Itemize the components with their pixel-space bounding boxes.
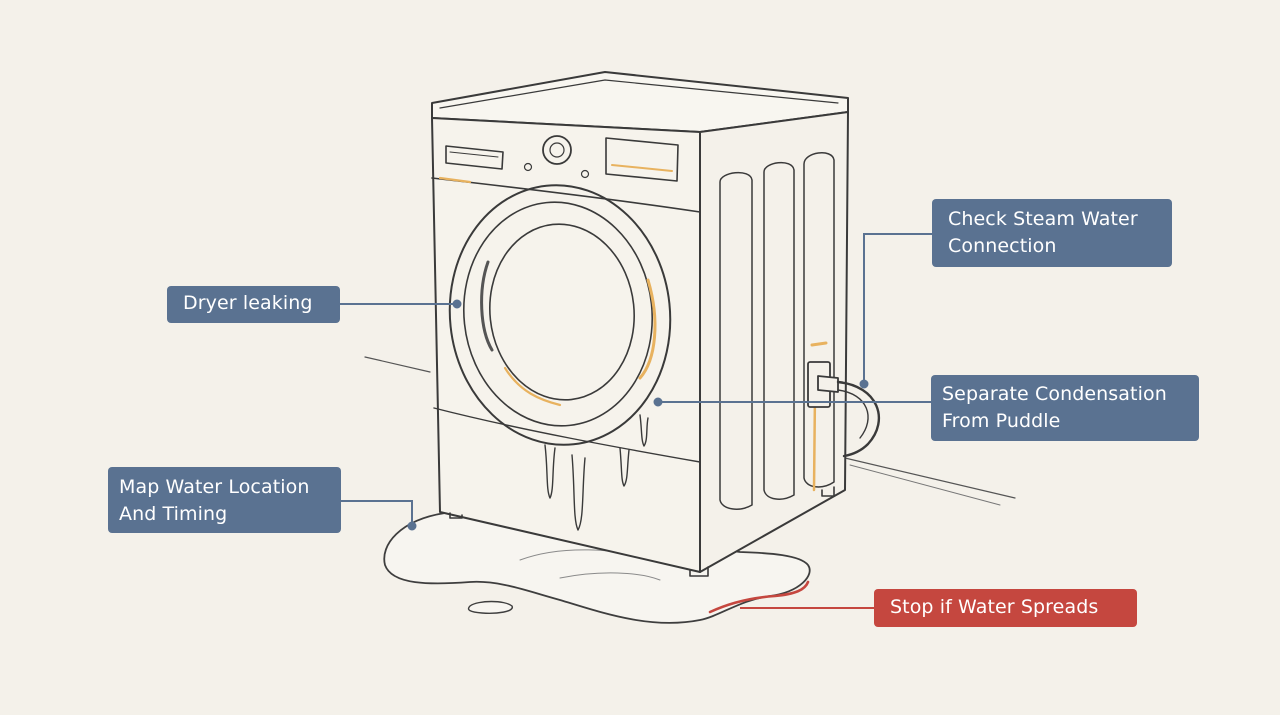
callout-text: Stop if Water Spreads — [890, 596, 1099, 618]
callout-text: From Puddle — [942, 410, 1061, 432]
door-handle — [480, 260, 494, 352]
leader-steam — [863, 233, 932, 382]
puddle-ripple — [559, 572, 661, 581]
callout-text: Map Water Location — [119, 476, 310, 498]
callout-stop-if-water-spreads: Stop if Water Spreads — [874, 589, 1137, 627]
door-glass — [489, 223, 635, 401]
floor-line-right — [844, 457, 1016, 499]
callout-dryer-leaking: Dryer leaking — [167, 286, 340, 323]
callout-text: Separate Condensation — [942, 383, 1167, 405]
dial-knob — [542, 135, 572, 165]
hose-fitting — [817, 375, 839, 393]
display-panel — [605, 137, 679, 182]
water-drip — [571, 454, 586, 531]
water-drip — [639, 414, 649, 447]
puddle-splash — [467, 600, 513, 614]
dryer-side — [699, 111, 849, 573]
water-drip — [544, 444, 556, 499]
door-outer-ring — [448, 184, 672, 446]
detergent-drawer — [445, 145, 504, 170]
spreading-edge-highlight — [708, 580, 810, 614]
steam-hose — [836, 380, 881, 458]
callout-text: Dryer leaking — [183, 292, 313, 314]
callout-separate-condensation: Separate Condensation From Puddle — [931, 375, 1199, 441]
callout-text: Check Steam Water — [948, 208, 1138, 230]
water-drip — [619, 447, 630, 487]
callout-text: And Timing — [119, 503, 228, 525]
floor-line-left — [364, 356, 431, 373]
callout-check-steam-water-connection: Check Steam Water Connection — [932, 199, 1172, 267]
callout-map-water-location: Map Water Location And Timing — [108, 467, 341, 533]
leader-map — [341, 500, 413, 524]
wall-base-line — [849, 464, 1001, 506]
callout-text: Connection — [948, 235, 1057, 257]
